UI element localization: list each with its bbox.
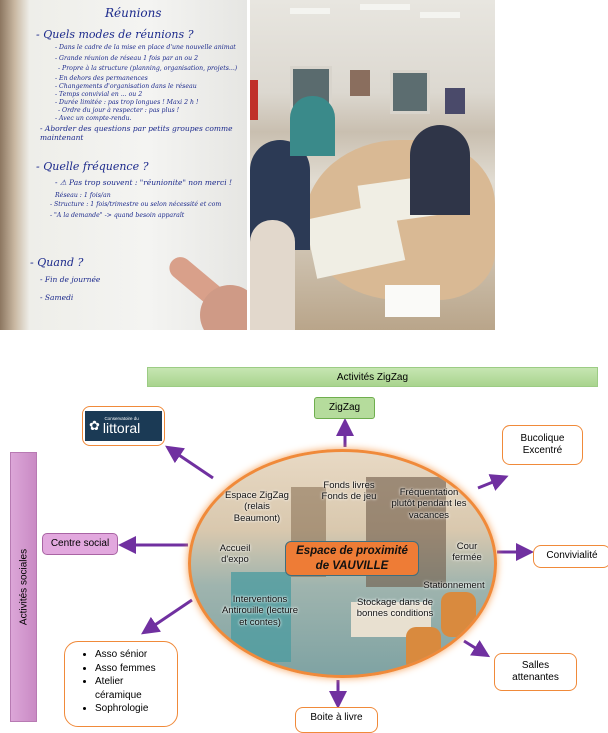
flipchart-question-3: - Quand ?	[30, 256, 84, 269]
node-label: ZigZag	[328, 401, 361, 413]
label-fonds: Fonds livres Fonds de jeu	[321, 480, 377, 503]
band-label: Activités ZigZag	[336, 371, 409, 383]
activites-zigzag-band: Activités ZigZag	[147, 367, 598, 387]
flipchart-line: - Durée limitée : pas trop longues ! Max…	[55, 99, 199, 106]
arrow-to-bucolique	[477, 474, 509, 491]
list-item: Sophrologie	[95, 702, 156, 716]
salles-node: Salles attenantes	[494, 653, 577, 691]
flipchart-line: - En dehors des permanences	[55, 75, 148, 82]
flipchart-title: Réunions	[105, 6, 162, 20]
label-stationnement: Stationnement	[423, 580, 485, 591]
flipchart-question-2: - Quelle fréquence ?	[36, 160, 149, 173]
flipchart-line: - Temps convivial en ... ou 2	[55, 91, 143, 98]
node-label: Convivialité	[546, 550, 598, 562]
flipchart-line: - Grande réunion de réseau 1 fois par an…	[55, 55, 199, 62]
logo-text: littoral	[102, 420, 141, 437]
bucolique-node: Bucolique Excentré	[502, 425, 583, 465]
label-accueil: Accueil d'expo	[219, 543, 251, 566]
flipchart-line: - ⚠ Pas trop souvent : "réunionite" non …	[55, 178, 233, 187]
band-label: Activités sociales	[18, 548, 29, 626]
label-interventions: Interventions Antirouille (lecture et co…	[221, 594, 299, 628]
flipchart-line: - Ordre du jour à respecter : pas plus !	[58, 107, 180, 114]
littoral-node: ✿ Conservatoire du littoral	[82, 406, 165, 446]
label-espace-zigzag: Espace ZigZag (relais Beaumont)	[225, 490, 289, 524]
centre-social-node: Centre social	[42, 533, 118, 555]
node-label: Bucolique Excentré	[520, 432, 565, 457]
arrow-to-littoral	[165, 445, 214, 480]
asso-list-node: Asso sénior Asso femmes Atelier céramiqu…	[64, 641, 178, 727]
label-cour: Cour fermée	[452, 541, 482, 564]
node-label: Centre social	[50, 537, 110, 549]
flipchart-line: Réseau : 1 fois/an	[55, 192, 111, 199]
flipchart-line: - Samedi	[40, 293, 74, 302]
arrow-to-salles	[463, 639, 491, 658]
flipchart-line: - Structure : 1 fois/trimestre ou selon …	[50, 201, 222, 208]
node-label: Salles attenantes	[512, 659, 559, 684]
logo-small-text: Conservatoire du	[104, 415, 139, 421]
flipchart-line: - Dans le cadre de la mise en place d'un…	[55, 44, 236, 51]
flipchart-photo: Réunions - Quels modes de réunions ? - D…	[0, 0, 247, 330]
center-title: Espace de proximité de VAUVILLE	[296, 545, 408, 572]
arrow-to-asso	[141, 598, 193, 635]
flipchart-line: - Aborder des questions par petits group…	[40, 124, 233, 143]
meeting-photo	[250, 0, 495, 330]
flipchart-line: - Propre à la structure (planning, organ…	[58, 65, 238, 72]
label-frequentation: Fréquentation plutôt pendant les vacance…	[391, 487, 467, 521]
activites-sociales-band: Activités sociales	[10, 452, 37, 722]
flipchart-line: - Avec un compte-rendu.	[55, 115, 132, 122]
flower-icon: ✿	[89, 417, 100, 433]
conservatoire-littoral-logo: ✿ Conservatoire du littoral	[85, 411, 162, 441]
flipchart-question-1: - Quels modes de réunions ?	[36, 28, 194, 41]
flipchart-line: - Changements d'organisation dans le rés…	[55, 83, 197, 90]
list-item: Asso sénior	[95, 648, 156, 662]
zigzag-node: ZigZag	[314, 397, 375, 419]
flipchart-line: - Fin de journée	[40, 275, 101, 284]
convivialite-node: Convivialité	[533, 545, 608, 568]
list-item: Atelier céramique	[95, 675, 155, 702]
node-label: Boite à livre	[310, 712, 363, 723]
boite-livre-node: Boite à livre	[295, 707, 378, 733]
list-item: Asso femmes	[95, 662, 156, 676]
center-title-box: Espace de proximité de VAUVILLE	[285, 541, 419, 576]
label-stockage: Stockage dans de bonnes conditions	[356, 597, 434, 620]
flipchart-line: - "A la demande" -> quand besoin apparaî…	[50, 212, 185, 219]
